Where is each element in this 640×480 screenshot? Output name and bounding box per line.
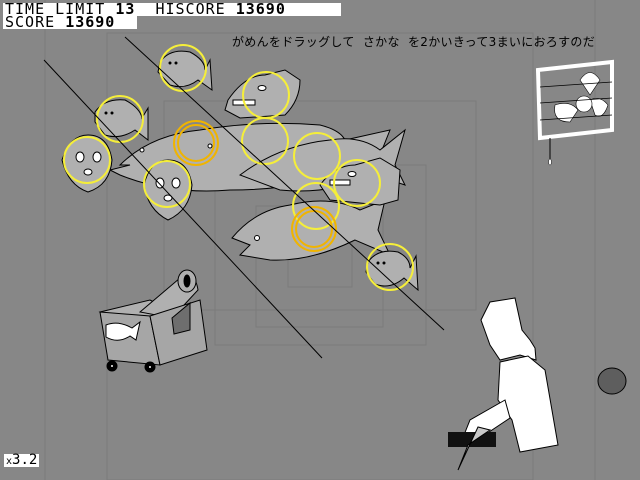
hud-top-line: TIME LIMIT 13 HISCORE 13690	[3, 0, 341, 18]
score-value: 13690	[65, 13, 116, 31]
fish-cannon-icon	[98, 269, 208, 373]
slash-lines	[43, 36, 445, 359]
target-rings[interactable]	[63, 44, 414, 291]
ventilation-fan-icon	[535, 59, 614, 166]
chef-icon	[461, 297, 559, 453]
dark-round-object-icon	[597, 367, 627, 395]
multiplier-value: 3.2	[12, 452, 38, 468]
time-limit-label: TIME LIMIT	[5, 0, 106, 18]
hud-score-line: SCORE 13690	[3, 13, 137, 31]
target-rings-hit[interactable]	[173, 120, 337, 252]
instruction-text: がめんをドラッグして さかな を2かいきって3まいにおろすのだ	[232, 35, 595, 49]
hiscore-label: HISCORE	[155, 0, 226, 18]
multiplier-prefix: x	[6, 456, 13, 467]
time-limit-value: 13	[115, 0, 136, 18]
multiplier-badge: x3.2	[4, 452, 40, 468]
knife-icon	[457, 426, 492, 471]
hiscore-value: 13690	[235, 0, 286, 18]
fish-school[interactable]	[61, 50, 419, 292]
score-label: SCORE	[5, 13, 56, 31]
